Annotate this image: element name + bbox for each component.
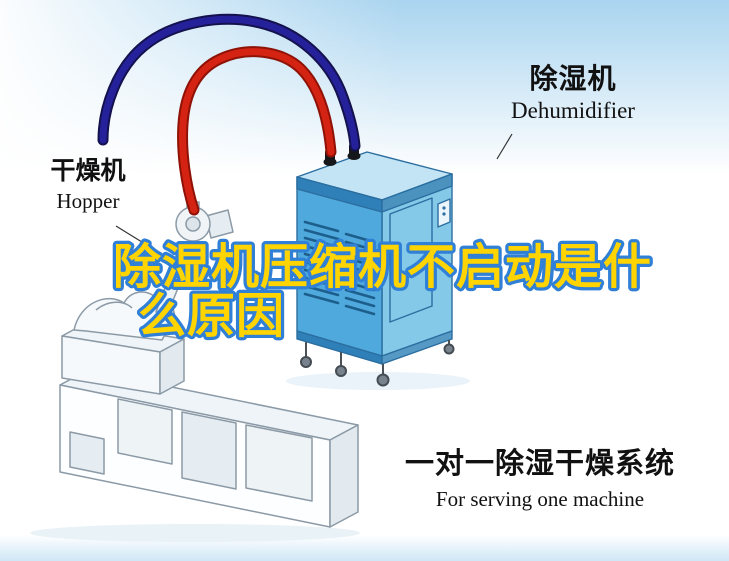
dehumidifier-label-en: Dehumidifier	[511, 97, 635, 123]
hopper-label-cn: 干燥机	[50, 157, 126, 185]
system-caption: 一对一除湿干燥系统 For serving one machine	[388, 448, 692, 511]
dehumidifier-pointer-line	[496, 133, 513, 160]
side-door	[389, 197, 433, 323]
hopper-label: 干燥机 Hopper	[36, 157, 140, 213]
blower-neck	[155, 244, 195, 313]
hopper-dome	[73, 291, 175, 341]
headline-line-2: 么原因	[138, 290, 285, 343]
control-button	[442, 212, 446, 216]
system-caption-cn: 一对一除湿干燥系统	[404, 448, 675, 480]
hopper-tower-side	[159, 338, 185, 395]
hopper-panel	[245, 424, 313, 502]
hopper-panel	[181, 411, 237, 490]
vent-slots	[303, 220, 376, 316]
system-caption-en: For serving one machine	[435, 486, 645, 511]
hopper-dome-line	[95, 301, 133, 311]
dehumidifier-label: 除湿机 Dehumidifier	[498, 63, 648, 123]
hopper-base-side	[329, 424, 359, 528]
hopper-panel	[69, 431, 105, 475]
hopper-panel	[117, 398, 173, 465]
dehumidifier-label-cn: 除湿机	[529, 63, 617, 94]
hopper-label-en: Hopper	[56, 188, 120, 213]
hopper-pointer-line	[115, 225, 151, 248]
blower-hub	[185, 216, 201, 232]
hopper-machine	[59, 201, 359, 528]
headline-line-1: 除湿机压缩机不启动是什	[113, 241, 652, 294]
hopper-shadow	[30, 524, 360, 542]
headline: 除湿机压缩机不启动是什 么原因	[110, 238, 655, 347]
casters	[300, 340, 455, 387]
control-button	[442, 206, 446, 210]
base-strip-side	[381, 330, 453, 365]
dehumidifier-rim-side	[381, 173, 453, 213]
